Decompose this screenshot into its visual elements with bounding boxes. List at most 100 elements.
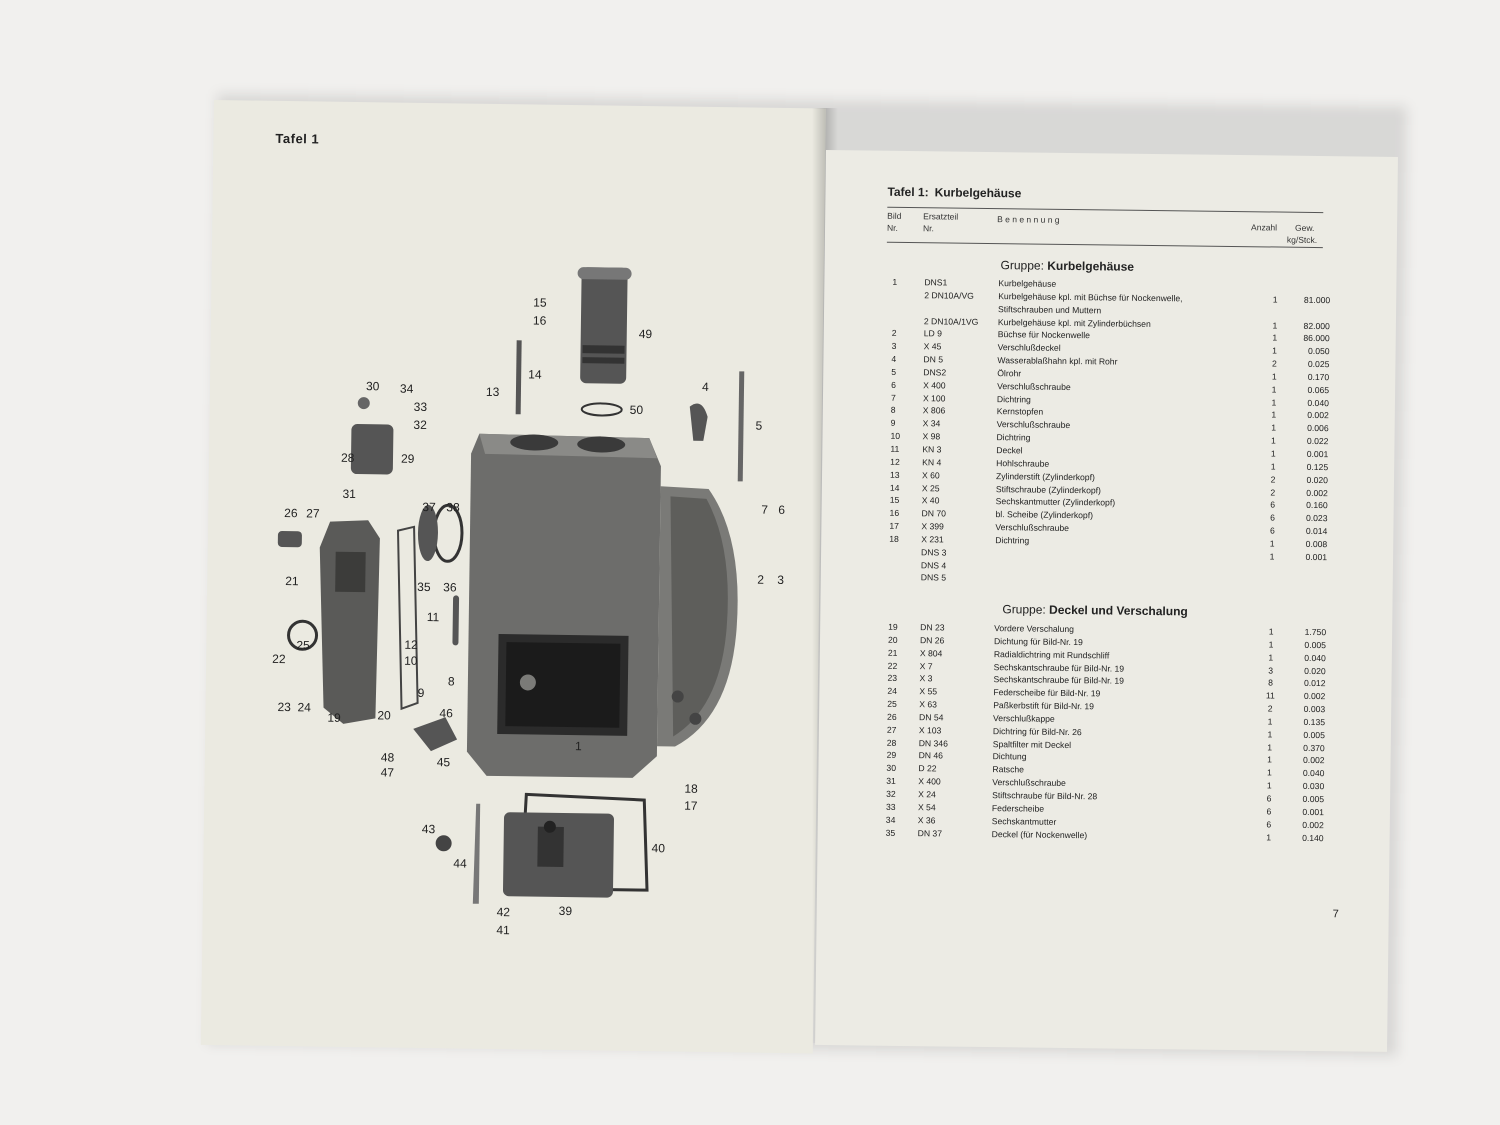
oil-pan-drawing bbox=[502, 792, 649, 898]
cell-anzahl: 1 bbox=[1266, 831, 1272, 842]
cell-gewicht: 0.001 bbox=[1306, 448, 1329, 460]
cell-benennung: Deckel (für Nockenwelle) bbox=[991, 828, 1088, 840]
cell-benennung: Dichtring bbox=[995, 534, 1030, 546]
callout-5: 5 bbox=[755, 419, 762, 433]
cell-gewicht: 0.370 bbox=[1303, 742, 1325, 753]
cell-bild-nr: 28 bbox=[886, 737, 897, 748]
cell-gewicht: 86.000 bbox=[1303, 333, 1330, 344]
cell-benennung: Dichtring bbox=[996, 432, 1031, 443]
cell-bild-nr: 29 bbox=[886, 750, 897, 761]
cell-gewicht: 0.003 bbox=[1303, 703, 1326, 715]
cell-ersatzteil-nr: LD 9 bbox=[923, 328, 942, 339]
cell-gewicht: 0.025 bbox=[1307, 358, 1330, 370]
right-page: Tafel 1:Kurbelgehäuse Bild Nr. Ersatztei… bbox=[815, 150, 1398, 1052]
cell-bild-nr: 32 bbox=[886, 788, 896, 799]
cell-ersatzteil-nr: X 400 bbox=[923, 379, 946, 391]
cell-ersatzteil-nr: KN 4 bbox=[922, 457, 942, 468]
callout-1: 1 bbox=[575, 739, 582, 753]
cell-benennung: Stiftschraube für Bild-Nr. 28 bbox=[992, 790, 1098, 802]
callout-47: 47 bbox=[381, 765, 395, 779]
cell-benennung: Dichtring bbox=[996, 393, 1031, 405]
cell-anzahl: 6 bbox=[1266, 806, 1272, 817]
cell-gewicht: 0.170 bbox=[1307, 371, 1330, 383]
cell-ersatzteil-nr: DN 37 bbox=[917, 827, 943, 838]
cell-gewicht: 0.135 bbox=[1303, 716, 1326, 728]
callout-17: 17 bbox=[684, 799, 698, 813]
cell-benennung: Hohlschraube bbox=[996, 457, 1050, 469]
cell-bild-nr: 25 bbox=[887, 698, 897, 709]
cell-gewicht: 0.040 bbox=[1304, 652, 1326, 663]
callout-21: 21 bbox=[285, 574, 299, 588]
cell-bild-nr: 16 bbox=[889, 507, 900, 519]
cell-bild-nr: 13 bbox=[889, 469, 900, 480]
cell-gewicht: 0.040 bbox=[1307, 397, 1330, 408]
cell-gewicht: 0.008 bbox=[1305, 538, 1328, 550]
cell-bild-nr: 18 bbox=[889, 533, 899, 544]
cell-ersatzteil-nr: DN 46 bbox=[918, 750, 944, 761]
cell-anzahl: 1 bbox=[1269, 538, 1275, 549]
header-bild-nr: Nr. bbox=[886, 222, 898, 233]
cell-benennung: Stiftschrauben und Muttern bbox=[998, 303, 1102, 316]
cell-anzahl: 1 bbox=[1272, 294, 1278, 305]
cell-ersatzteil-nr: DN 54 bbox=[919, 712, 944, 723]
cell-ersatzteil-nr: X 3 bbox=[919, 673, 933, 684]
cell-benennung: Verschlußschraube bbox=[995, 522, 1070, 534]
cell-ersatzteil-nr: DNS1 bbox=[924, 277, 948, 288]
cell-benennung: Kernstopfen bbox=[996, 406, 1044, 418]
exploded-diagram: 1 2 3 4 5 6 7 8 9 10 11 12 13 14 15 16 1… bbox=[272, 267, 785, 937]
cell-ersatzteil-nr: X 54 bbox=[917, 801, 936, 813]
cell-ersatzteil-nr: X 100 bbox=[922, 392, 946, 404]
table-title-prefix: Tafel 1: bbox=[887, 184, 929, 200]
cell-ersatzteil-nr: DNS2 bbox=[923, 367, 947, 378]
callout-48: 48 bbox=[381, 750, 395, 764]
cell-anzahl: 1 bbox=[1267, 742, 1273, 753]
callout-50: 50 bbox=[630, 403, 644, 417]
cell-bild-nr: 27 bbox=[886, 724, 897, 735]
plug-drawing bbox=[435, 835, 452, 852]
cell-gewicht: 0.005 bbox=[1303, 729, 1325, 740]
cell-bild-nr: 15 bbox=[889, 495, 900, 506]
callout-28: 28 bbox=[341, 451, 355, 465]
cell-ersatzteil-nr: X 98 bbox=[922, 431, 941, 442]
cell-anzahl: 2 bbox=[1267, 703, 1273, 714]
cell-anzahl: 11 bbox=[1265, 690, 1275, 701]
group-heading-1: Gruppe: Kurbelgehäuse bbox=[1001, 258, 1135, 274]
cell-ersatzteil-nr: X 103 bbox=[918, 724, 942, 736]
cell-ersatzteil-nr: X 45 bbox=[923, 341, 942, 352]
cell-ersatzteil-nr: X 400 bbox=[918, 776, 941, 787]
header-ersatzteil: Ersatzteil bbox=[923, 211, 959, 222]
cell-bild-nr: 8 bbox=[890, 405, 896, 416]
gasket-drawing bbox=[396, 525, 419, 711]
header-anzahl: Anzahl bbox=[1251, 222, 1278, 233]
cell-bild-nr: 35 bbox=[885, 827, 896, 838]
cell-anzahl: 1 bbox=[1271, 422, 1277, 433]
cell-gewicht: 0.005 bbox=[1304, 639, 1327, 650]
cell-benennung: Büchse für Nockenwelle bbox=[997, 329, 1091, 341]
cell-benennung: Dichtung bbox=[992, 751, 1027, 762]
cell-gewicht: 0.014 bbox=[1305, 525, 1328, 537]
callout-45: 45 bbox=[437, 755, 451, 769]
stud-drawing bbox=[515, 340, 522, 415]
callout-49: 49 bbox=[639, 327, 653, 341]
callout-14: 14 bbox=[528, 367, 542, 381]
cell-anzahl: 1 bbox=[1271, 397, 1277, 408]
cell-anzahl: 1 bbox=[1267, 716, 1273, 727]
cell-ersatzteil-nr: X 399 bbox=[921, 521, 944, 532]
cell-ersatzteil-nr: X 40 bbox=[921, 495, 940, 506]
cell-benennung: Stiftschraube (Zylinderkopf) bbox=[995, 483, 1102, 495]
cell-benennung: bl. Scheibe (Zylinderkopf) bbox=[995, 509, 1094, 521]
cell-gewicht: 0.002 bbox=[1306, 487, 1328, 498]
cell-gewicht: 1.750 bbox=[1304, 626, 1327, 638]
cell-ersatzteil-nr: X 63 bbox=[919, 699, 937, 710]
callout-34: 34 bbox=[400, 382, 414, 396]
cell-anzahl: 8 bbox=[1268, 677, 1273, 688]
group-name: Kurbelgehäuse bbox=[1047, 258, 1135, 274]
cell-bild-nr: 10 bbox=[890, 430, 901, 442]
cell-bild-nr: 1 bbox=[892, 276, 898, 287]
callout-35: 35 bbox=[417, 580, 431, 594]
cell-benennung: Verschlußschraube bbox=[992, 777, 1066, 789]
cell-benennung: Ölrohr bbox=[997, 368, 1022, 379]
cell-gewicht: 0.140 bbox=[1302, 832, 1324, 843]
cell-ersatzteil-nr: X 806 bbox=[922, 405, 946, 416]
